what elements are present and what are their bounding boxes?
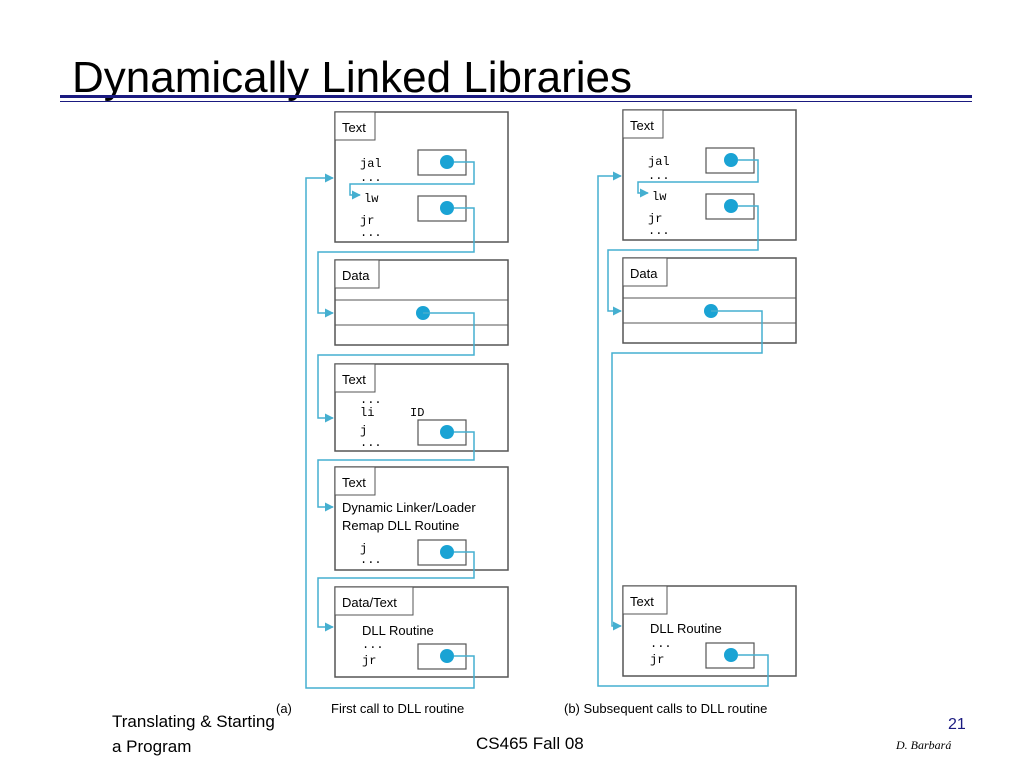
panel-a-datatext-code-dots: ...	[362, 638, 384, 652]
panel-a-marker: (a)	[276, 701, 292, 716]
panel-a-text-box-3: Text Dynamic Linker/Loader Remap DLL Rou…	[334, 466, 509, 571]
panel-a-text2-code-dots2: ...	[360, 436, 382, 450]
panel-a-text2-code-li: li	[360, 406, 374, 420]
panel-b-text2-header: Text	[630, 594, 654, 609]
panel-a-datatext-line1: DLL Routine	[362, 623, 434, 638]
title-rule-thin	[60, 101, 972, 102]
panel-a-datatext-code-jr: jr	[362, 654, 376, 668]
panel-a-text1-header: Text	[342, 120, 366, 135]
panel-b-text-box-2: Text DLL Routine ... jr	[622, 585, 797, 677]
panel-a-text1-code-jr: jr	[360, 214, 374, 228]
panel-b-data-box: Data	[622, 257, 797, 344]
panel-a-text3-line2: Remap DLL Routine	[342, 518, 459, 533]
panel-b-text1-code-jal: jal	[648, 155, 670, 169]
panel-b-text1-header: Text	[630, 118, 654, 133]
panel-b: Text jal ... lw jr ... Data Text DLL Rou…	[564, 109, 797, 716]
panel-a-text2-code-dots: ...	[360, 393, 382, 407]
panel-b-caption: (b) Subsequent calls to DLL routine	[564, 701, 767, 716]
slide-title: Dynamically Linked Libraries	[72, 53, 633, 102]
panel-a-text2-code-j: j	[360, 424, 367, 438]
title-rule-thick	[60, 95, 972, 98]
author-signature: D. Barbará	[896, 738, 952, 752]
panel-a-text3-code-dots: ...	[360, 553, 382, 567]
footer-left-line2: a Program	[112, 737, 192, 756]
panel-a-text2-code-id: ID	[410, 406, 424, 420]
panel-b-text-box-1: Text jal ... lw jr ...	[622, 109, 797, 241]
panel-a-text3-line1: Dynamic Linker/Loader	[342, 500, 476, 515]
panel-a-datatext-header: Data/Text	[342, 595, 397, 610]
panel-a-text-box-1: Text jal ... lw jr ...	[334, 111, 509, 243]
panel-a-data-box: Data	[334, 259, 509, 346]
panel-a-text2-header: Text	[342, 372, 366, 387]
panel-b-text1-code-dots2: ...	[648, 224, 670, 238]
panel-a-text3-code-j: j	[360, 542, 367, 556]
panel-a-text1-code-lw: lw	[364, 192, 379, 206]
panel-a-text1-code-jal: jal	[360, 157, 382, 171]
footer-course-name: CS465 Fall 08	[476, 734, 584, 753]
panel-a-text1-code-dots2: ...	[360, 226, 382, 240]
panel-b-text1-code-lw: lw	[652, 190, 667, 204]
panel-a-caption: First call to DLL routine	[331, 701, 464, 716]
panel-a-text1-code-dots: ...	[360, 171, 382, 185]
panel-a-datatext-box: Data/Text DLL Routine ... jr	[334, 586, 509, 678]
page-number: 21	[948, 716, 966, 733]
panel-a-connectors	[305, 161, 475, 689]
panel-b-data-header: Data	[630, 266, 658, 281]
footer-course-topic: Translating & Starting a Program	[112, 709, 275, 759]
panel-b-text2-line1: DLL Routine	[650, 621, 722, 636]
footer-left-line1: Translating & Starting	[112, 712, 275, 731]
panel-b-text1-code-jr: jr	[648, 212, 662, 226]
panel-b-connectors	[597, 159, 769, 687]
panel-a-text-box-2: Text ... li ID j ...	[334, 363, 509, 452]
panel-b-text2-code-dots: ...	[650, 637, 672, 651]
panel-a: Text jal ... lw jr ... Data Text ...	[276, 111, 509, 716]
panel-a-text3-header: Text	[342, 475, 366, 490]
panel-b-text1-code-dots: ...	[648, 169, 670, 183]
panel-b-text2-code-jr: jr	[650, 653, 664, 667]
panel-a-data-header: Data	[342, 268, 370, 283]
